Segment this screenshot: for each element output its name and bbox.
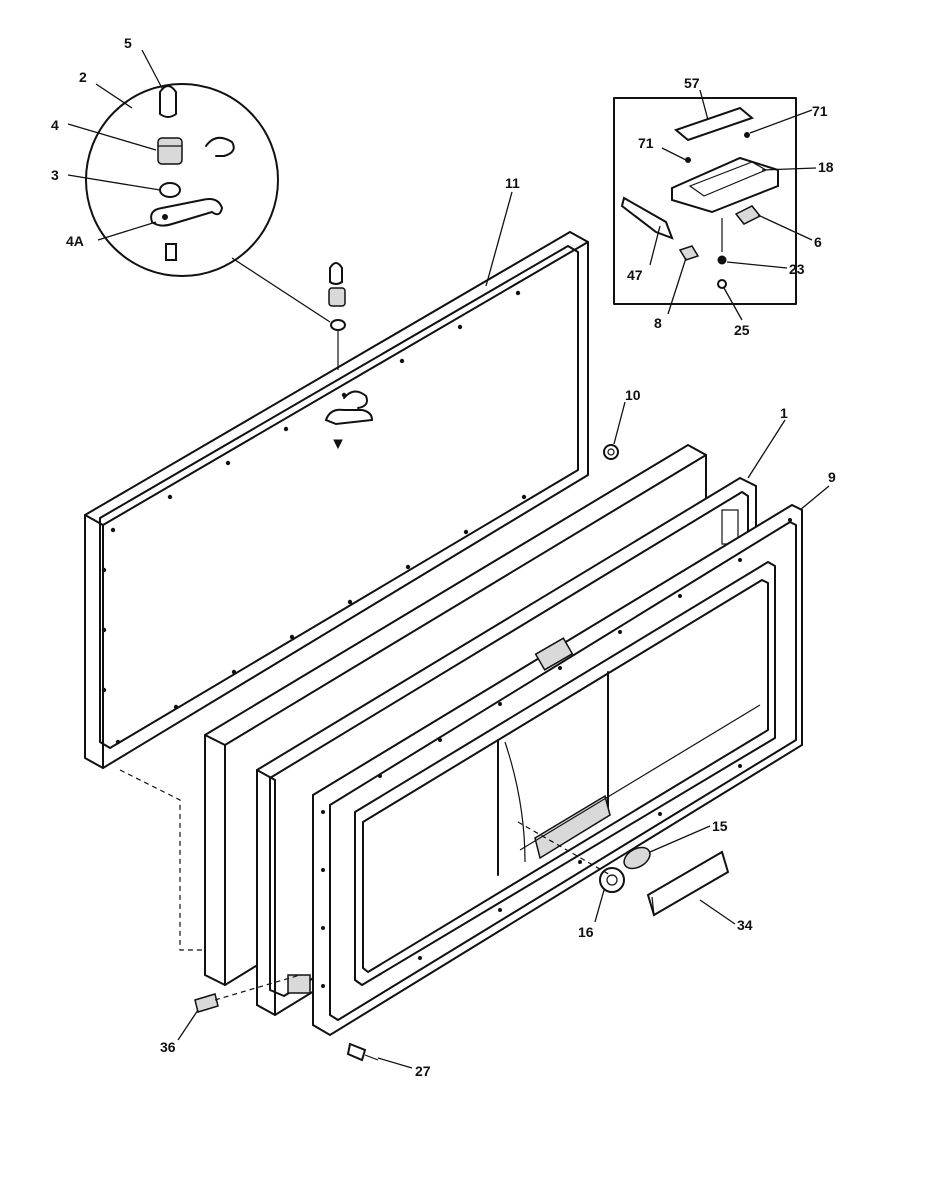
callout-1: 1 (780, 405, 788, 421)
callout-34: 34 (737, 917, 753, 933)
lid-bushing (328, 287, 346, 307)
callout-71-right: 71 (812, 103, 828, 119)
callout-3: 3 (51, 167, 59, 183)
callout-8: 8 (654, 315, 662, 331)
liner-bracket (287, 974, 311, 994)
lock-knob-part-16 (599, 867, 625, 893)
screw-part-23 (717, 255, 727, 265)
screw-part-27 (346, 1042, 367, 1062)
callout-18: 18 (818, 159, 834, 175)
gasket-frame-part-11 (84, 231, 589, 769)
lid-cap (329, 262, 343, 285)
assembly-line-left (119, 769, 205, 951)
hinge-bracket (534, 637, 574, 671)
callout-10: 10 (625, 387, 641, 403)
callout-27: 27 (415, 1063, 431, 1079)
lid-clip-upper (343, 390, 368, 409)
callout-4: 4 (51, 117, 59, 133)
lever-part-47 (620, 196, 674, 240)
detail-leader-line (231, 257, 331, 323)
knob-part-10 (603, 444, 619, 460)
callout-11: 11 (505, 175, 520, 191)
washer-part-3 (159, 182, 181, 198)
latch-recess (534, 794, 611, 860)
assembly-line-lock (517, 821, 613, 877)
callout-6: 6 (814, 234, 822, 250)
screw-part-71-left (685, 157, 691, 163)
callout-15: 15 (712, 818, 728, 834)
lid-pin (333, 439, 343, 450)
callout-labels: 5 2 4 3 4A 11 10 1 9 57 71 71 18 6 47 23… (51, 35, 836, 1079)
callout-25: 25 (734, 322, 750, 338)
lid-washer (330, 319, 346, 331)
washer-part-25 (717, 279, 727, 289)
callout-36: 36 (160, 1039, 176, 1055)
latch-detail-frame (613, 97, 797, 305)
lock-assembly (599, 846, 730, 917)
handle-part-34 (646, 850, 730, 917)
callout-2: 2 (79, 69, 87, 85)
callout-57: 57 (684, 75, 700, 91)
leader-lines (67, 49, 830, 1069)
lid-hinge-group (324, 262, 374, 450)
callout-47: 47 (627, 267, 643, 283)
hinge-plate-part-4A (150, 198, 224, 227)
callout-4A: 4A (66, 233, 84, 249)
clip-part-6 (734, 205, 762, 225)
callout-9: 9 (828, 469, 836, 485)
callout-23: 23 (789, 261, 805, 277)
callout-5-top: 5 (124, 35, 132, 51)
pin-part (165, 243, 177, 261)
lid-hinge-plate (324, 408, 374, 426)
lock-cylinder-part-15 (623, 846, 651, 870)
strip-part-57 (673, 106, 755, 142)
hinge-detail-group (85, 83, 331, 323)
bracket-part-36 (194, 993, 219, 1013)
callout-71-left: 71 (638, 135, 654, 151)
callout-16: 16 (578, 924, 594, 940)
hinge-detail-circle (85, 83, 279, 277)
clip-part (205, 136, 235, 157)
screw-part-71-right (744, 132, 750, 138)
plate-part-8 (678, 245, 700, 261)
outer-door-panel-part-9 (312, 503, 803, 1037)
assembly-line-bracket (214, 974, 301, 1001)
cap-part-5 (159, 85, 177, 118)
bushing-part-4 (157, 137, 183, 165)
latch-part-18 (671, 156, 779, 214)
